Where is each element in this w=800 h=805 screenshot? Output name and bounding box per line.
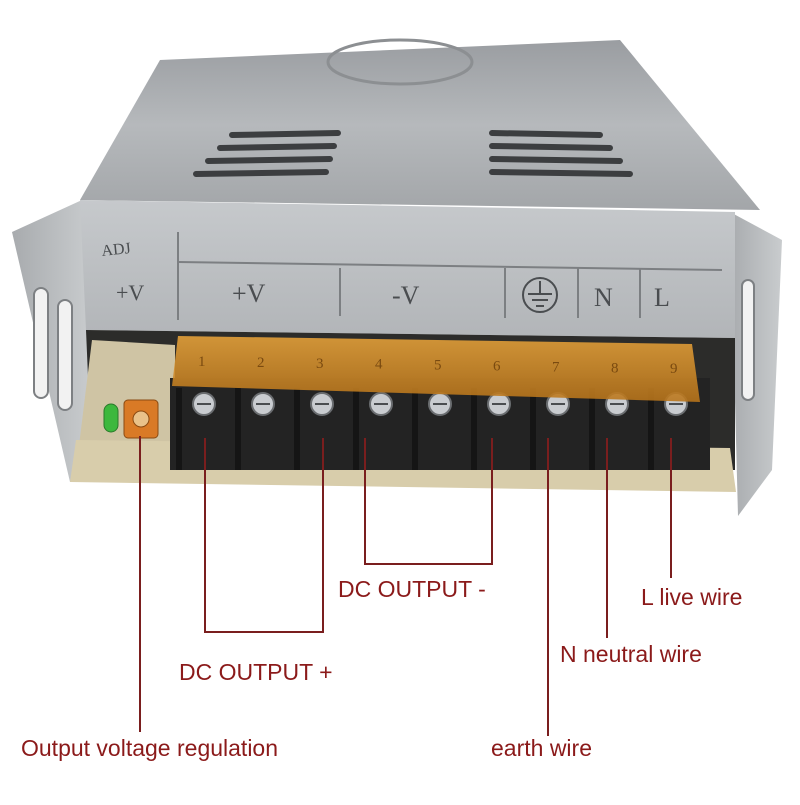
terminal-separator [648, 388, 654, 470]
terminal-separator [235, 388, 241, 470]
ground-symbol-icon [522, 277, 558, 313]
label-pos-v: +V [232, 279, 266, 308]
terminal-cover [172, 336, 700, 402]
callout-earth-wire: earth wire [491, 735, 592, 761]
adj-label: ADJ [101, 240, 132, 260]
housing-right-wall [730, 212, 782, 516]
terminal-number: 4 [375, 357, 383, 373]
housing-left-wall [12, 200, 92, 482]
terminal-separator [412, 388, 418, 470]
terminal-separator [176, 388, 182, 470]
terminal-number: 2 [257, 355, 265, 371]
trim-screw-icon [132, 410, 150, 428]
callout-dc-output-pos: DC OUTPUT + [179, 659, 333, 685]
terminal-numbers: 1 2 3 4 5 6 7 8 9 [198, 354, 678, 377]
callout-n-neutral: N neutral wire [560, 641, 702, 667]
leader-lines [139, 436, 672, 736]
callout-dc-output-neg: DC OUTPUT - [338, 576, 486, 602]
vent-slots-right [489, 130, 633, 177]
fan-grille [326, 38, 474, 86]
housing-top [80, 40, 760, 210]
callout-l-live: L live wire [641, 584, 743, 610]
vent-slots-left [193, 130, 341, 177]
label-neg-v: -V [392, 281, 420, 310]
indicator-led [103, 403, 119, 433]
housing-front-panel [80, 200, 735, 338]
label-l: L [654, 283, 670, 312]
terminal-number: 7 [552, 359, 560, 375]
leader-dc-output-pos [204, 438, 324, 633]
terminal-number: 8 [611, 360, 619, 376]
terminal-number: 9 [670, 361, 678, 377]
terminal-separator [589, 388, 595, 470]
leader-dc-output-neg [364, 438, 493, 565]
terminal-screws [176, 388, 688, 470]
terminal-separator [353, 388, 359, 470]
terminal-separator [530, 388, 536, 470]
panel-dividers [177, 232, 723, 320]
callout-voltage-reg: Output voltage regulation [21, 735, 279, 761]
adj-pos-v-label: +V [116, 280, 144, 305]
terminal-number: 5 [434, 358, 442, 374]
side-vent-slots [33, 279, 755, 411]
terminal-separator [294, 388, 300, 470]
terminal-number: 1 [198, 354, 206, 370]
terminal-number: 6 [493, 359, 501, 375]
label-n: N [594, 283, 613, 312]
terminal-number: 3 [316, 356, 324, 372]
terminal-separator [471, 388, 477, 470]
